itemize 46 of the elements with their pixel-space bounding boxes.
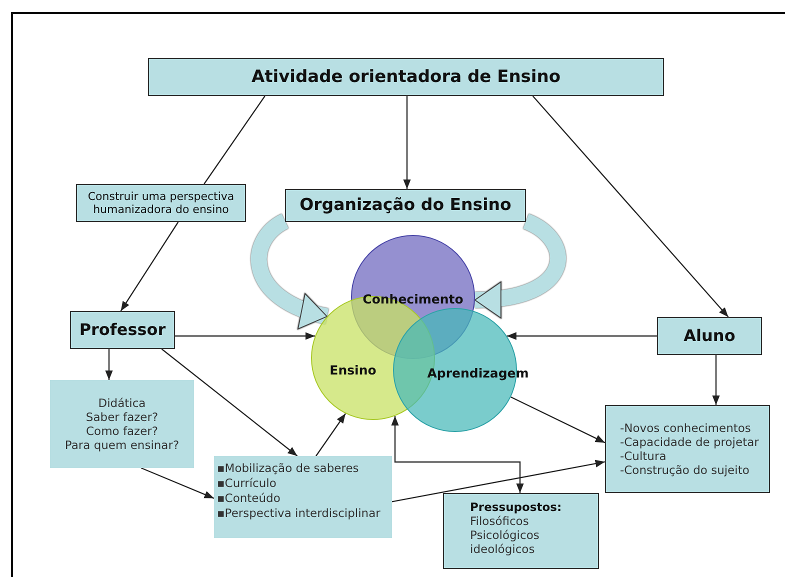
box-text: -Cultura — [620, 449, 666, 464]
box-text: Professor — [79, 320, 166, 340]
box-text: Construir uma perspectiva humanizadora do ensino — [86, 190, 236, 216]
box-text: Saber fazer? — [86, 410, 158, 424]
actor-box — [70, 311, 175, 349]
note-box — [76, 184, 246, 222]
curved-block-arrow — [250, 214, 330, 328]
box-heading: Pressupostos: — [470, 500, 562, 514]
arrow — [175, 332, 315, 340]
box-text: Para quem ensinar? — [64, 438, 180, 452]
box-text: ideológicos — [470, 542, 535, 556]
box-text: Didática — [98, 396, 146, 410]
box-text: Psicológicos — [470, 528, 540, 542]
arrow — [120, 222, 179, 312]
arrow — [391, 416, 524, 493]
arrow — [392, 460, 606, 502]
arrow — [403, 96, 411, 189]
info-box — [605, 405, 770, 493]
title-box — [148, 58, 664, 96]
box-text: Como fazer? — [86, 424, 158, 438]
actor-box — [657, 317, 762, 355]
arrow — [316, 413, 346, 456]
box-text: -Capacidade de projetar — [620, 434, 759, 449]
circle-label: Ensino — [330, 362, 376, 378]
arrow — [105, 349, 113, 380]
heading-box — [285, 189, 526, 222]
list-item: ▪Conteúdo — [217, 491, 280, 506]
arrow — [140, 467, 214, 499]
list-item: ▪Currículo — [217, 476, 276, 491]
box-text: Organização do Ensino — [300, 195, 512, 216]
arrow — [506, 332, 657, 340]
arrow — [532, 96, 729, 318]
box-text: Aluno — [684, 326, 736, 346]
list-item: ▪Perspectiva interdisciplinar — [217, 506, 380, 521]
info-box — [443, 493, 599, 569]
list-box — [214, 456, 392, 538]
box-text: Atividade orientadora de Ensino — [251, 66, 561, 88]
box-text: Filosóficos — [470, 514, 529, 528]
arrow — [712, 355, 720, 405]
box-text: -Construção do sujeito — [620, 463, 750, 478]
arrow — [510, 396, 606, 444]
info-box — [50, 380, 194, 468]
list-item: ▪Mobilização de saberes — [217, 461, 359, 476]
curved-block-arrow — [474, 214, 566, 318]
box-text: -Novos conhecimentos — [620, 420, 751, 435]
arrow — [161, 348, 298, 456]
